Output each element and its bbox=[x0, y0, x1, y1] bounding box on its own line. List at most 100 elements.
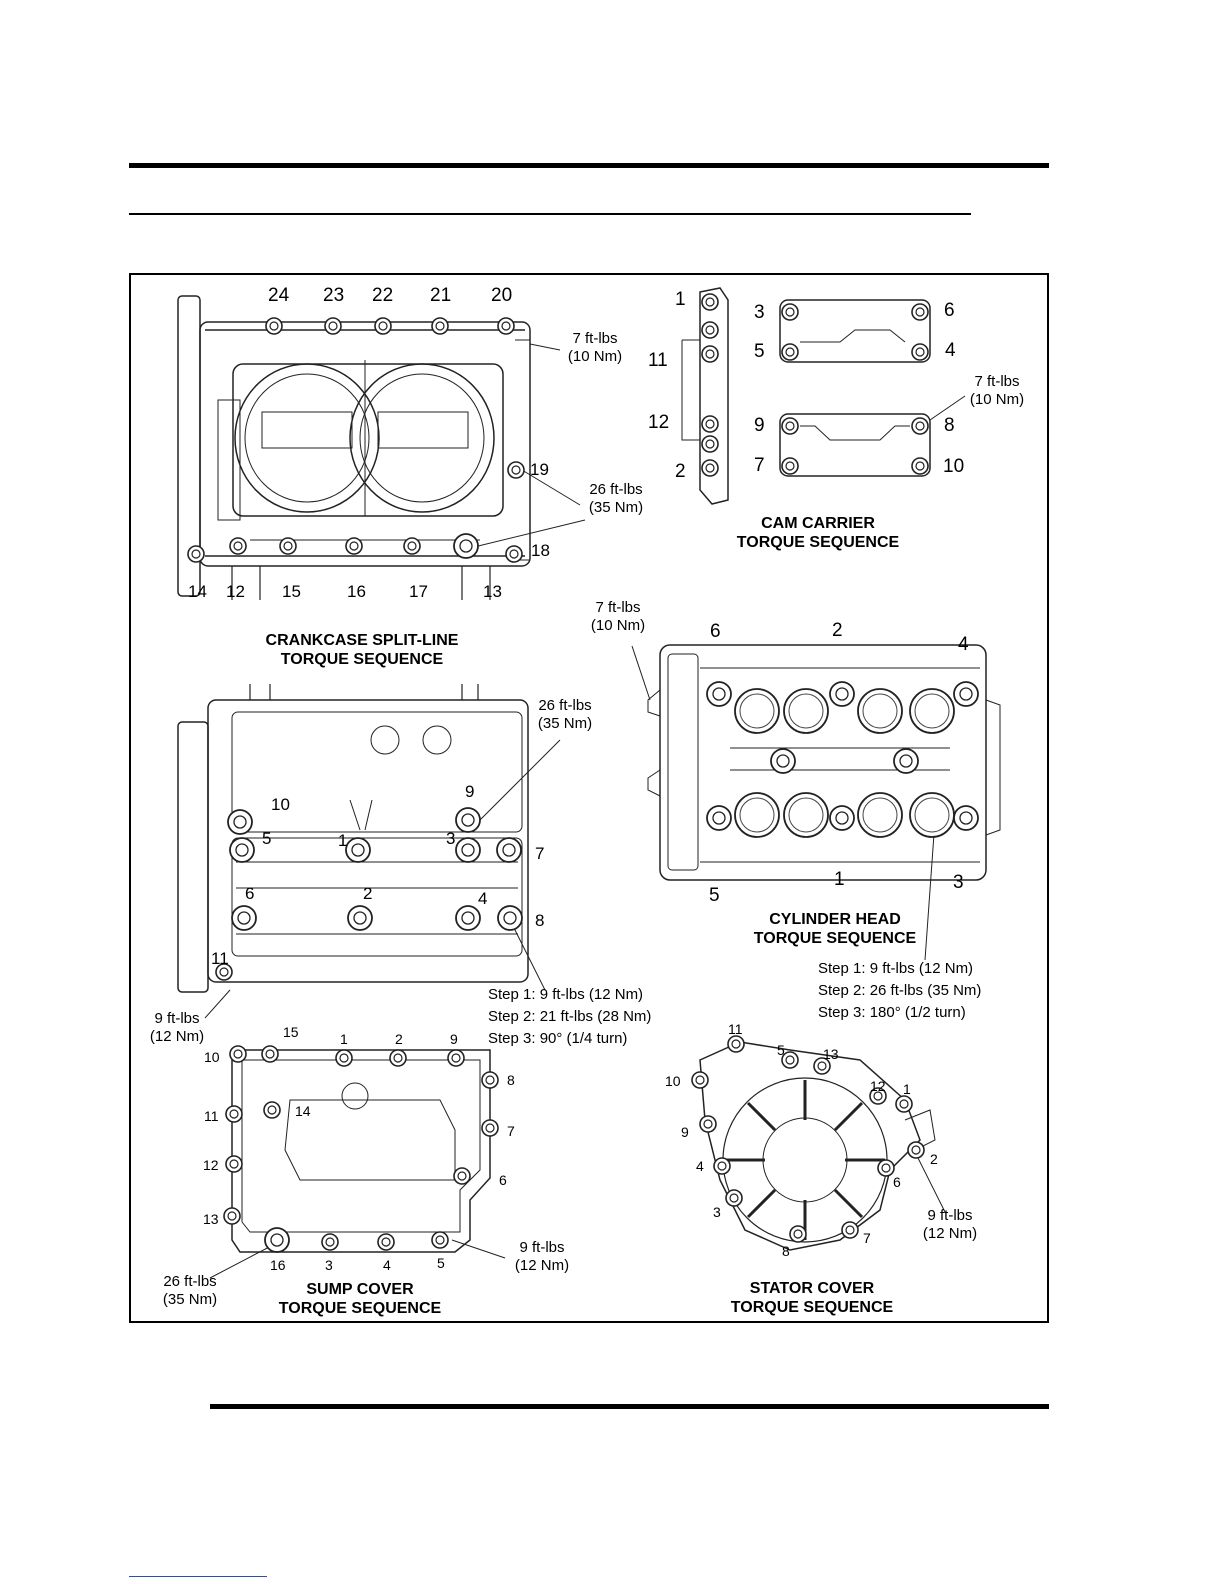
crankcase-torque-large-nm: (35 Nm) bbox=[588, 499, 644, 516]
stator-bolt-5: 5 bbox=[777, 1042, 785, 1058]
cam-carrier-caption-line1: CAM CARRIER bbox=[761, 515, 875, 532]
crankcase-illustration bbox=[177, 295, 586, 600]
sump-cover-caption-line2: TORQUE SEQUENCE bbox=[278, 1300, 442, 1317]
lower-bolt-3: 3 bbox=[446, 829, 456, 848]
crankcase-bolt-20: 20 bbox=[491, 285, 513, 306]
sump-bolt-6: 6 bbox=[499, 1172, 507, 1188]
stator-bolt-4: 4 bbox=[696, 1158, 704, 1174]
stator-torque: 9 ft-lbs (12 Nm) bbox=[915, 1207, 985, 1243]
lower-step-2: Step 2: 21 ft-lbs (28 Nm) bbox=[488, 1008, 652, 1025]
crankcase-torque-small-ftlbs: 7 ft-lbs bbox=[572, 330, 618, 347]
cam-carrier-bolts bbox=[701, 293, 966, 477]
bottom-thick-rule bbox=[210, 1404, 1049, 1409]
sump-bolt-8: 8 bbox=[507, 1072, 515, 1088]
sump-bolt-5: 5 bbox=[437, 1255, 445, 1271]
header-thin-rule bbox=[129, 213, 971, 215]
sump-bolt-7: 7 bbox=[507, 1123, 515, 1139]
lower-torque-small-ftlbs: 9 ft-lbs bbox=[154, 1010, 200, 1027]
stator-bolt-2: 2 bbox=[930, 1151, 938, 1167]
lower-bolt-9: 9 bbox=[465, 782, 475, 801]
crankcase-caption-line2: TORQUE SEQUENCE bbox=[280, 651, 444, 668]
stator-bolt-11: 11 bbox=[728, 1021, 743, 1037]
sump-bolt-13: 13 bbox=[203, 1211, 219, 1227]
sump-bolt-12: 12 bbox=[203, 1157, 219, 1173]
lower-torque-large: 26 ft-lbs (35 Nm) bbox=[527, 697, 603, 733]
lower-torque-small-nm: (12 Nm) bbox=[149, 1028, 205, 1045]
crankcase-torque-large: 26 ft-lbs (35 Nm) bbox=[578, 481, 654, 517]
head-bolt-5: 5 bbox=[709, 885, 720, 906]
head-torque-ftlbs: 7 ft-lbs bbox=[595, 599, 641, 616]
head-bolt-3: 3 bbox=[953, 872, 964, 893]
lower-bolt-10: 10 bbox=[271, 795, 290, 814]
lower-bolt-4: 4 bbox=[478, 889, 488, 908]
sump-cover-illustration bbox=[209, 1049, 506, 1279]
cylinder-head-caption: CYLINDER HEAD TORQUE SEQUENCE bbox=[730, 910, 940, 948]
lower-step-3: Step 3: 90° (1/4 turn) bbox=[488, 1030, 628, 1047]
crankcase-torque-small-nm: (10 Nm) bbox=[567, 348, 623, 365]
lower-bolt-7: 7 bbox=[535, 844, 545, 863]
lower-bolt-1: 1 bbox=[338, 831, 348, 850]
top-thick-rule bbox=[129, 163, 1049, 168]
lower-torque-large-nm: (35 Nm) bbox=[537, 715, 593, 732]
stator-bolt-1: 1 bbox=[903, 1081, 911, 1097]
crankcase-caption: CRANKCASE SPLIT-LINE TORQUE SEQUENCE bbox=[242, 631, 482, 669]
stator-torque-ftlbs: 9 ft-lbs bbox=[927, 1207, 973, 1224]
sump-bolt-14: 14 bbox=[295, 1103, 311, 1119]
sump-torque-small: 9 ft-lbs (12 Nm) bbox=[505, 1239, 579, 1275]
sump-bolt-1: 1 bbox=[340, 1031, 348, 1047]
head-bolt-6: 6 bbox=[710, 621, 721, 642]
stator-bolt-3: 3 bbox=[713, 1204, 721, 1220]
cam-bolt-6: 6 bbox=[944, 300, 955, 321]
cam-bolt-11: 11 bbox=[648, 350, 668, 371]
crankcase-bolts bbox=[187, 317, 525, 563]
sump-cover-caption: SUMP COVER TORQUE SEQUENCE bbox=[250, 1280, 470, 1318]
cam-carrier-caption: CAM CARRIER TORQUE SEQUENCE bbox=[708, 514, 928, 552]
lower-steps: Step 1: 9 ft-lbs (12 Nm) Step 2: 21 ft-l… bbox=[488, 984, 651, 1050]
head-bolt-1: 1 bbox=[834, 869, 845, 890]
sump-cover-bolts bbox=[223, 1045, 499, 1253]
cam-bolt-3: 3 bbox=[754, 302, 765, 323]
stator-bolt-9: 9 bbox=[681, 1124, 689, 1140]
crankcase-bolt-12: 12 bbox=[226, 582, 245, 601]
lower-bolt-11: 11 bbox=[211, 949, 229, 968]
crankcase-bolt-21: 21 bbox=[430, 285, 452, 306]
cylinder-head-caption-line1: CYLINDER HEAD bbox=[769, 911, 901, 928]
stator-bolt-8: 8 bbox=[782, 1243, 790, 1259]
crankcase-bolt-16: 16 bbox=[347, 582, 366, 601]
head-steps: Step 1: 9 ft-lbs (12 Nm) Step 2: 26 ft-l… bbox=[818, 958, 981, 1024]
lower-torque-large-ftlbs: 26 ft-lbs bbox=[538, 697, 592, 714]
stator-cover-bolts bbox=[691, 1035, 925, 1243]
sump-torque-small-ftlbs: 9 ft-lbs bbox=[519, 1239, 565, 1256]
crankcase-bolt-24: 24 bbox=[268, 285, 290, 306]
cam-bolt-7: 7 bbox=[754, 455, 765, 476]
lower-torque-small: 9 ft-lbs (12 Nm) bbox=[140, 1010, 214, 1046]
crankcase-bolt-18: 18 bbox=[531, 541, 550, 560]
sump-bolt-9: 9 bbox=[450, 1031, 458, 1047]
stator-bolt-10: 10 bbox=[665, 1073, 681, 1089]
head-bolt-4: 4 bbox=[958, 634, 969, 655]
cam-bolt-10: 10 bbox=[943, 456, 965, 477]
sump-bolt-2: 2 bbox=[395, 1031, 403, 1047]
crankcase-bolt-19: 19 bbox=[530, 460, 549, 479]
lower-step-1: Step 1: 9 ft-lbs (12 Nm) bbox=[488, 986, 644, 1003]
cam-bolt-4: 4 bbox=[945, 340, 956, 361]
sump-torque-small-nm: (12 Nm) bbox=[514, 1257, 570, 1274]
head-step-1: Step 1: 9 ft-lbs (12 Nm) bbox=[818, 960, 974, 977]
cam-bolt-12: 12 bbox=[648, 412, 670, 433]
stator-cover-caption: STATOR COVER TORQUE SEQUENCE bbox=[702, 1279, 922, 1317]
stator-bolt-12: 12 bbox=[870, 1078, 886, 1094]
cam-bolt-1: 1 bbox=[675, 289, 686, 310]
stator-bolt-7: 7 bbox=[863, 1230, 871, 1246]
head-torque-small: 7 ft-lbs (10 Nm) bbox=[582, 599, 654, 635]
head-step-3: Step 3: 180° (1/2 turn) bbox=[818, 1004, 966, 1021]
cam-bolt-9: 9 bbox=[754, 415, 765, 436]
crankcase-bolt-13: 13 bbox=[483, 582, 502, 601]
cam-torque-ftlbs: 7 ft-lbs bbox=[974, 373, 1020, 390]
head-bolt-2: 2 bbox=[832, 620, 843, 641]
footer-link-underline[interactable] bbox=[129, 1576, 267, 1577]
crankcase-torque-large-ftlbs: 26 ft-lbs bbox=[589, 481, 643, 498]
crankcase-bolt-23: 23 bbox=[323, 285, 345, 306]
cam-carrier-caption-line2: TORQUE SEQUENCE bbox=[736, 534, 900, 551]
stator-cover-caption-line2: TORQUE SEQUENCE bbox=[730, 1299, 894, 1316]
